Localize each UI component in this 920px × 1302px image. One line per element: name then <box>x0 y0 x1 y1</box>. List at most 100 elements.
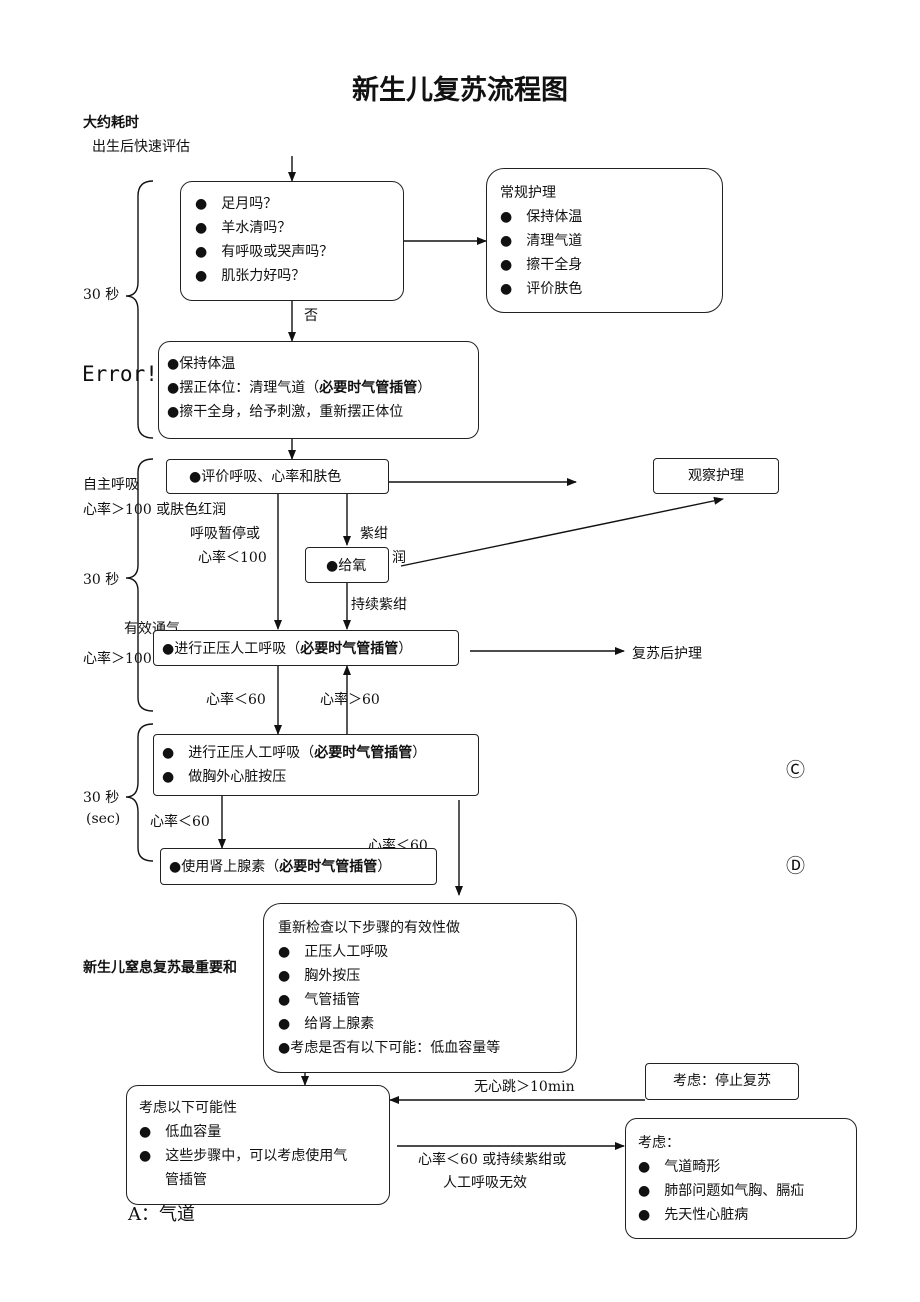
routine-text: 评价肤色 <box>526 281 583 297</box>
bullet-icon: ● <box>195 244 208 260</box>
oxygen-text: 给氧 <box>338 558 367 574</box>
label-hr-gt100-pink: 心率＞100 或肤色红润 <box>83 502 227 518</box>
circle-c-marker: Ⓒ <box>786 759 806 781</box>
consider-item: ● 这些步骤中，可以考虑使用气 <box>139 1144 389 1168</box>
bullet-icon: ● <box>167 356 180 372</box>
ppv-box: ●进行正压人工呼吸（必要时气管插管） <box>153 630 459 666</box>
routine-text: 保持体温 <box>526 209 583 225</box>
recheck-title: 重新检查以下步骤的有效性做 <box>278 920 460 936</box>
initial-step-text: 擦干全身，给予刺激，重新摆正体位 <box>179 404 404 420</box>
epinephrine-box: ●使用肾上腺素（必要时气管插管） <box>160 848 437 885</box>
label-apnea: 呼吸暂停或 <box>190 526 260 542</box>
bracket-2 <box>125 458 154 712</box>
bullet-icon: ● <box>162 641 175 657</box>
bullet-icon: ● <box>162 745 175 761</box>
ppv2-text: 进行正压人工呼吸（ <box>188 745 315 761</box>
consider2-title: 考虑： <box>638 1135 680 1151</box>
bullet-icon: ● <box>162 769 175 785</box>
assessment-text: 有呼吸或哭声吗？ <box>221 244 334 260</box>
assessment-box: ● 足月吗？ ●羊水清吗？ ● 有呼吸或哭声吗？ ● 肌张力好吗？ <box>180 181 404 301</box>
paren-close: ） <box>412 745 427 761</box>
label-hr-lt60-1: 心率＜60 <box>206 692 266 708</box>
label-auto-breathing: 自主呼吸 <box>83 477 139 493</box>
recheck-item: ● 正压人工呼吸 <box>278 940 576 964</box>
initial-step-text: 保持体温 <box>179 356 236 372</box>
bullet-icon: ● <box>638 1159 651 1175</box>
label-hr-lt60-2: 心率＜60 <box>150 814 210 830</box>
intubation-note: 必要时气管插管 <box>314 745 413 761</box>
time-30s-3: 30 秒 <box>83 790 120 806</box>
assessment-item: ● 有呼吸或哭声吗？ <box>195 240 403 264</box>
recheck-text: 正压人工呼吸 <box>304 944 389 960</box>
bullet-icon: ● <box>139 1148 152 1164</box>
compression-text: 做胸外心脏按压 <box>188 769 287 785</box>
recheck-text: 给肾上腺素 <box>304 1016 375 1032</box>
routine-item: ●保持体温 <box>500 205 722 229</box>
stop-text: 考虑：停止复苏 <box>673 1073 771 1089</box>
bullet-icon: ● <box>638 1183 651 1199</box>
consider-box: 考虑以下可能性 ● 低血容量 ● 这些步骤中，可以考虑使用气 管插管 <box>126 1085 390 1205</box>
bullet-icon: ● <box>500 257 513 273</box>
consider2-item: ●气道畸形 <box>638 1155 856 1179</box>
recheck-item: ●给肾上腺素 <box>278 1012 576 1036</box>
bracket-1 <box>125 180 154 439</box>
page-title: 新生儿复苏流程图 <box>352 75 568 106</box>
stop-resuscitation-box: 考虑：停止复苏 <box>645 1063 799 1100</box>
bracket-3 <box>125 723 154 862</box>
consider-anomaly-box: 考虑： ●气道畸形 ● 肺部问题如气胸、膈疝 ● 先天性心脏病 <box>625 1118 857 1239</box>
bullet-icon: ● <box>278 944 291 960</box>
routine-care-box: 常规护理 ●保持体温 ●清理气道 ●擦干全身 ●评价肤色 <box>486 168 723 313</box>
paren-close: ） <box>398 641 413 657</box>
ppv-text: 进行正压人工呼吸（ <box>174 641 301 657</box>
circle-d-marker: Ⓓ <box>786 855 806 877</box>
consider2-text: 肺部问题如气胸、膈疝 <box>664 1183 805 1199</box>
label-hr-lt100: 心率＜100 <box>198 550 267 566</box>
bullet-icon: ● <box>278 968 291 984</box>
paren-close: ） <box>417 380 432 396</box>
paren-close: ） <box>377 859 392 875</box>
assessment-text: 羊水清吗？ <box>221 220 292 236</box>
label-run: 润 <box>392 550 406 566</box>
time-30s-1: 30 秒 <box>83 287 120 303</box>
consider-title: 考虑以下可能性 <box>139 1100 237 1116</box>
assessment-item: ●羊水清吗？ <box>195 216 403 240</box>
oxygen-box: ●给氧 <box>305 547 389 583</box>
bullet-icon: ● <box>167 404 180 420</box>
consider-text: 低血容量 <box>165 1124 222 1140</box>
initial-steps-box: ●保持体温 ●摆正体位：清理气道（必要时气管插管） ●擦干全身，给予刺激，重新摆… <box>158 341 479 439</box>
bullet-icon: ● <box>638 1207 651 1223</box>
bullet-icon: ● <box>500 281 513 297</box>
consider-item: ● 低血容量 <box>139 1120 389 1144</box>
recheck-text: 胸外按压 <box>304 968 361 984</box>
bullet-icon: ● <box>169 859 182 875</box>
recheck-item: ● 气管插管 <box>278 988 576 1012</box>
time-30s-2: 30 秒 <box>83 572 120 588</box>
recheck-item: ●考虑是否有以下可能：低血容量等 <box>278 1036 576 1060</box>
routine-text: 清理气道 <box>526 233 583 249</box>
label-airway-a: A：气道 <box>128 1204 195 1225</box>
recheck-text: 气管插管 <box>304 992 361 1008</box>
evaluate-box: ●评价呼吸、心率和肤色 <box>166 459 389 494</box>
label-cyanosis: 紫绀 <box>360 526 388 542</box>
assessment-text: 肌张力好吗？ <box>221 268 306 284</box>
routine-text: 擦干全身 <box>526 257 583 273</box>
intubation-note: 必要时气管插管 <box>319 380 418 396</box>
bullet-icon: ● <box>139 1124 152 1140</box>
observe-box: 观察护理 <box>653 458 779 494</box>
label-persist-1: 心率＜60 或持续紫绀或 <box>418 1152 567 1168</box>
consider-item-cont: 管插管 <box>165 1172 207 1188</box>
label-persist-2: 人工呼吸无效 <box>443 1175 527 1191</box>
bullet-icon: ● <box>167 380 180 396</box>
bullet-icon: ● <box>278 992 291 1008</box>
consider2-item: ● 肺部问题如气胸、膈疝 <box>638 1179 856 1203</box>
recheck-text: 考虑是否有以下可能：低血容量等 <box>290 1040 501 1056</box>
initial-step-item: ●擦干全身，给予刺激，重新摆正体位 <box>167 400 478 424</box>
side-note: 新生儿窒息复苏最重要和 <box>83 960 237 976</box>
bullet-icon: ● <box>195 196 208 212</box>
bullet-icon: ● <box>278 1040 291 1056</box>
consider2-text: 先天性心脏病 <box>664 1207 749 1223</box>
assessment-text: 足月吗？ <box>221 196 278 212</box>
consider-text: 这些步骤中，可以考虑使用气 <box>165 1148 348 1164</box>
consider2-item: ● 先天性心脏病 <box>638 1203 856 1227</box>
